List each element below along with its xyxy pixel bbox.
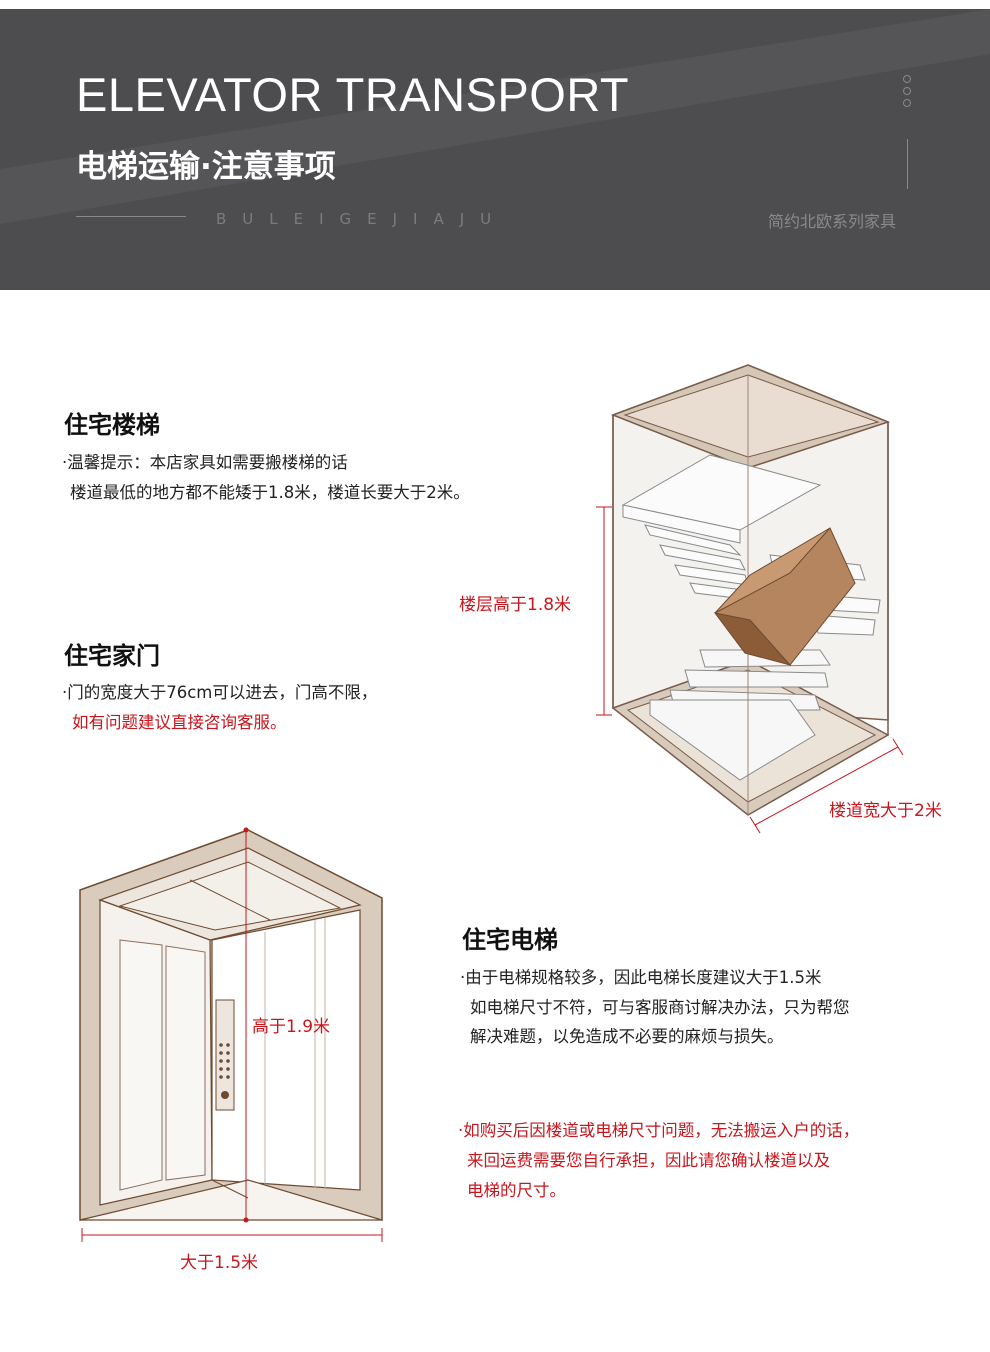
elevator-heading: 住宅电梯 — [462, 926, 558, 954]
elevator-line2: 如电梯尺寸不符，可与客服商讨解决办法，只为帮您 — [470, 998, 850, 1017]
door-heading: 住宅家门 — [64, 642, 160, 670]
door-line2: 如有问题建议直接咨询客服。 — [72, 713, 287, 732]
shipping-note-line3: 电梯的尺寸。 — [467, 1181, 566, 1200]
page-title-en: ELEVATOR TRANSPORT — [76, 68, 630, 121]
header-vertical-line — [907, 139, 908, 189]
elevator-illustration — [79, 827, 383, 1242]
page-title-cn: 电梯运输·注意事项 — [76, 149, 336, 185]
door-line1: ·门的宽度大于76cm可以进去，门高不限， — [62, 683, 378, 702]
brand-subtitle: 简约北欧系列家具 — [768, 212, 897, 231]
shipping-note-line2: 来回运费需要您自行承担，因此请您确认楼道以及 — [467, 1151, 830, 1170]
stairs-width-label: 楼道宽大于2米 — [829, 801, 942, 821]
stairwell-illustration — [596, 364, 904, 834]
elevator-height-label: 高于1.9米 — [252, 1017, 331, 1037]
elevator-line1: ·由于电梯规格较多，因此电梯长度建议大于1.5米 — [460, 968, 822, 987]
stairs-line1: ·温馨提示：本店家具如需要搬楼梯的话 — [62, 453, 348, 472]
header-diagonal-stripe — [0, 9, 990, 224]
elevator-width-label: 大于1.5米 — [180, 1253, 259, 1273]
header-banner: ELEVATOR TRANSPORT 电梯运输·注意事项 BULEIGEJIAJ… — [0, 9, 990, 290]
shipping-note-line1: ·如购买后因楼道或电梯尺寸问题，无法搬运入户的话， — [458, 1121, 860, 1140]
stairs-heading: 住宅楼梯 — [64, 411, 160, 439]
stairs-line2: 楼道最低的地方都不能矮于1.8米，楼道长要大于2米。 — [70, 483, 470, 502]
header-divider — [76, 216, 186, 217]
dots-icon — [903, 75, 913, 111]
header-spaced-text: BULEIGEJIAJU — [216, 210, 508, 228]
elevator-line3: 解决难题，以免造成不必要的麻烦与损失。 — [470, 1027, 784, 1046]
stairs-height-label: 楼层高于1.8米 — [459, 595, 572, 615]
